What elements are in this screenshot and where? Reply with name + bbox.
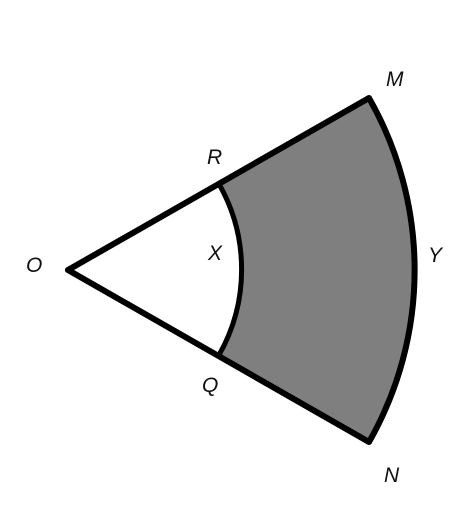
label-n: N <box>384 464 400 487</box>
label-m: M <box>386 68 404 91</box>
label-r: R <box>207 146 222 169</box>
label-q: Q <box>202 374 218 397</box>
label-y: Y <box>428 244 444 267</box>
segment-om <box>65 95 372 273</box>
arc-myn <box>366 96 418 444</box>
segment-on <box>65 267 372 445</box>
shaded-region <box>219 98 415 442</box>
label-o: O <box>26 254 42 277</box>
label-x: X <box>207 242 223 265</box>
inner-sector <box>68 184 242 355</box>
arc-rxq <box>216 182 245 357</box>
